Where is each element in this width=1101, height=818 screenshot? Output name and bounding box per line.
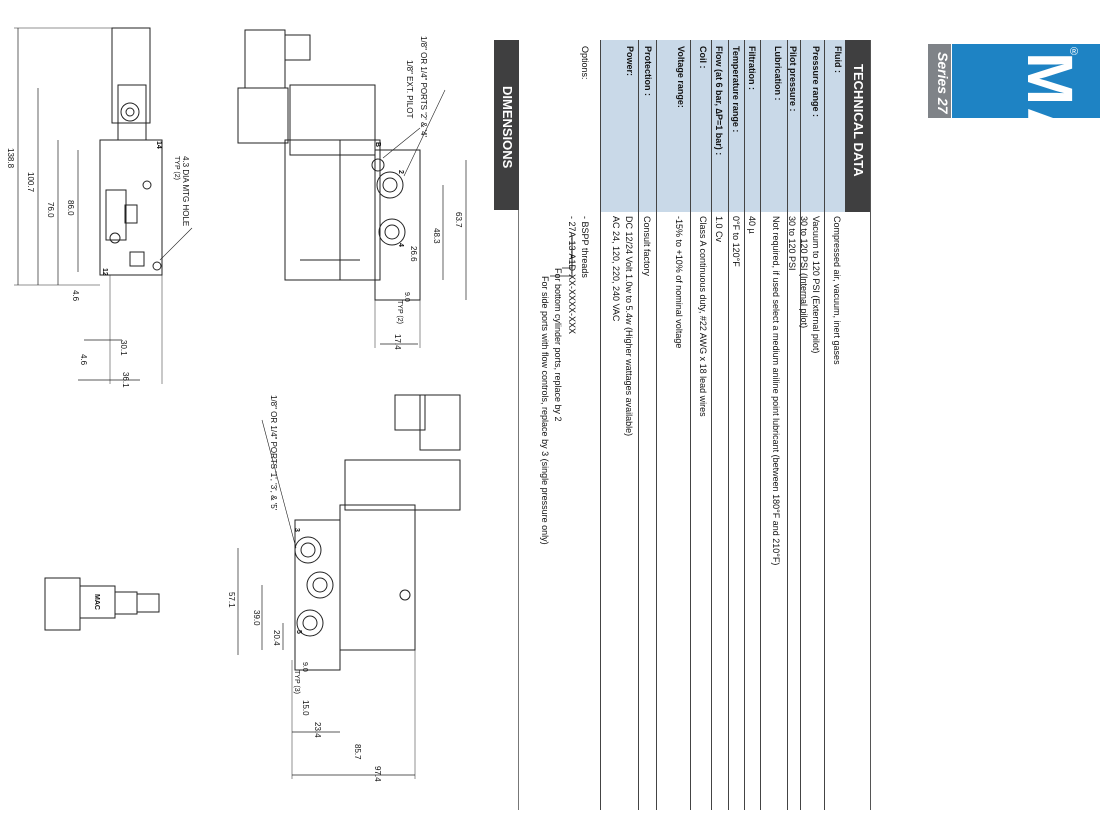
value-pressure-range-2: 30 to 120 PSI (Internal pilot) [799,216,809,329]
option-bspp: - BSPP threads [580,216,590,278]
dimensions-title: DIMENSIONS [500,86,515,169]
value-pilot-pressure: 30 to 120 PSI [787,216,797,271]
options-label: Options: [580,46,590,80]
label-fluid: Fluid : [833,46,843,73]
row-divider [690,40,691,810]
label-pilot-pressure: Pilot pressure : [788,46,798,112]
technical-drawing [14,27,467,779]
label-coil: Coil : [698,46,708,69]
top-view-body [99,139,163,276]
dim-front-57-1: 57.1 [227,592,236,608]
callout-ext-pilot: 1/8" EXT. PILOT [405,60,414,119]
label-power: Power: [625,46,635,77]
port-label-14: 14 [155,141,162,149]
front-view-body [339,504,416,651]
option-leader-lines [550,236,573,277]
dim-front-9-0-sub: TYP (3) [293,670,300,694]
label-filtration: Filtration : [747,46,757,90]
registered-mark: ® [1070,46,1079,58]
dim-top-4-6b: 4.6 [79,354,88,366]
option-side-ports: For side ports with flow controls, repla… [540,276,550,545]
dim-front-39-0: 39.0 [252,610,261,626]
side-view-body [284,139,381,281]
label-protection: Protection : [643,46,653,97]
tech-label-column [600,40,845,212]
label-flow: Flow (at 6 bar, ∆P=1 bar) : [714,46,724,156]
row-divider [760,40,761,810]
component-label: MAC [93,594,100,610]
callout-mtg-hole-sub: TYP (2) [173,156,180,180]
port-label-12: 12 [101,268,108,276]
label-voltage-range: Voltage range: [676,46,686,108]
port-label-5: 5 [295,630,302,634]
value-lubrication: Not required, if used select a medium an… [771,216,781,566]
dimensions-header [494,40,519,210]
front-view-operator [344,459,461,511]
tech-right-rule [870,40,871,810]
dim-front-20-4: 20.4 [272,630,281,646]
value-coil: Class A continuous duty, #22 AWG x 18 le… [698,216,708,417]
value-power: DC 12/24 Volt 1.0w to 5.4w (Higher watta… [624,216,634,437]
top-view-operator [117,84,147,141]
value-filtration: 40 µ [747,216,757,234]
label-pressure-range: Pressure range : [811,46,821,118]
dim-front-85-7: 85.7 [353,744,362,760]
row-divider [656,40,657,810]
top-view-coil [111,27,151,124]
callout-ports-1-3-5: 1/8" OR 1/4" PORTS '1', '3', & '5' [269,395,278,511]
dim-top-36-1: 36.1 [121,372,130,388]
value-voltage-range: -15% to +10% of nominal voltage [674,216,684,349]
dim-front-97-4: 97.4 [373,766,382,782]
dim-side-9-0-sub: TYP (2) [396,300,403,324]
value-protection: Consult factory [642,216,652,277]
dim-front-9-0: 9.0 [301,662,308,672]
row-divider [711,40,712,810]
row-divider [638,40,639,810]
value-power-2: AC 24, 120, 220, 240 VAC [611,216,621,322]
dim-side-63-7: 63.7 [454,212,463,228]
row-divider [800,40,801,810]
series-badge [928,44,951,118]
dim-top-100-7: 100.7 [26,172,35,193]
row-divider [824,40,825,810]
dim-side-26-6: 26.6 [409,246,418,262]
dim-side-17-4: 17.4 [393,334,402,350]
dim-top-30-1: 30.1 [119,340,128,356]
row-divider [728,40,729,810]
callout-ports-2-4: 1/8" OR 1/4" PORTS '2' & '4' [419,36,428,138]
label-lubrication: Lubrication : [773,46,783,101]
tech-data-title: TECHNICAL DATA [851,64,866,177]
tech-data-header [845,40,870,212]
value-temperature: 0°F to 120°F [731,216,741,267]
option-bottom-ports: For bottom cylinder ports, replace by 2 [553,268,563,422]
dim-top-86-0: 86.0 [66,200,75,216]
brand-logo-text: MAC [1014,52,1086,204]
port-label-3: 3 [293,528,300,532]
callout-mtg-hole: 4.3 DIA MTG HOLE [181,156,190,227]
side-view-operator [289,84,376,156]
row-divider [787,40,788,810]
label-temperature: Temperature range : [731,46,741,133]
port-label-2: 2 [397,170,404,174]
dim-top-4-6a: 4.6 [71,290,80,302]
dim-side-48-3: 48.3 [432,228,441,244]
dimensions-rule [518,40,519,810]
value-pressure-range: Vacuum to 120 PSI (External pilot) [811,216,821,354]
component-sketch [44,577,81,631]
value-fluid: Compressed air, vacuum, inert gases [832,216,842,365]
row-divider [744,40,745,810]
dim-top-138-8: 138.8 [6,148,15,169]
value-flow: 1.0 Cv [714,216,724,243]
brand-logo [952,44,1100,118]
series-label: Series 27 [935,52,951,114]
port-label-pilot: B [374,142,381,148]
dim-front-23-4: 23.4 [313,722,322,738]
row-divider [600,40,601,810]
dim-top-76-0: 76.0 [46,202,55,218]
dim-front-15-0: 15.0 [301,700,310,716]
side-view-coil [237,87,289,144]
port-label-4: 4 [397,243,404,247]
dim-side-9-0: 9.0 [403,292,410,302]
